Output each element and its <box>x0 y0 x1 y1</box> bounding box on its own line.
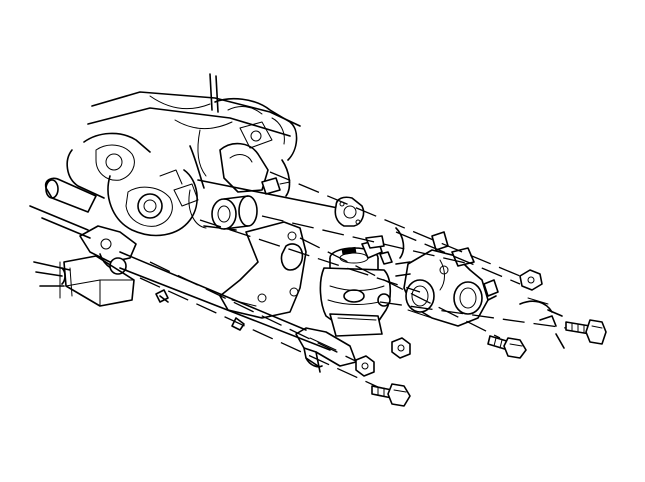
stray-line-2 <box>61 267 66 285</box>
stray-line <box>159 295 169 303</box>
bolt-far-right <box>519 300 607 345</box>
egr-adapter-pipe <box>188 179 349 231</box>
nut-lower <box>355 355 375 377</box>
bolt-lower <box>371 383 411 407</box>
nut-center <box>391 337 411 359</box>
guide-rod-lower <box>119 267 331 351</box>
bolt-center-right <box>487 335 527 359</box>
guide-rod-upper <box>119 251 307 331</box>
reference-lines <box>395 227 565 349</box>
egr-valve <box>319 235 393 337</box>
nut-upper-right <box>519 269 543 291</box>
intake-manifold <box>29 73 301 307</box>
egr-adapter <box>395 231 499 327</box>
